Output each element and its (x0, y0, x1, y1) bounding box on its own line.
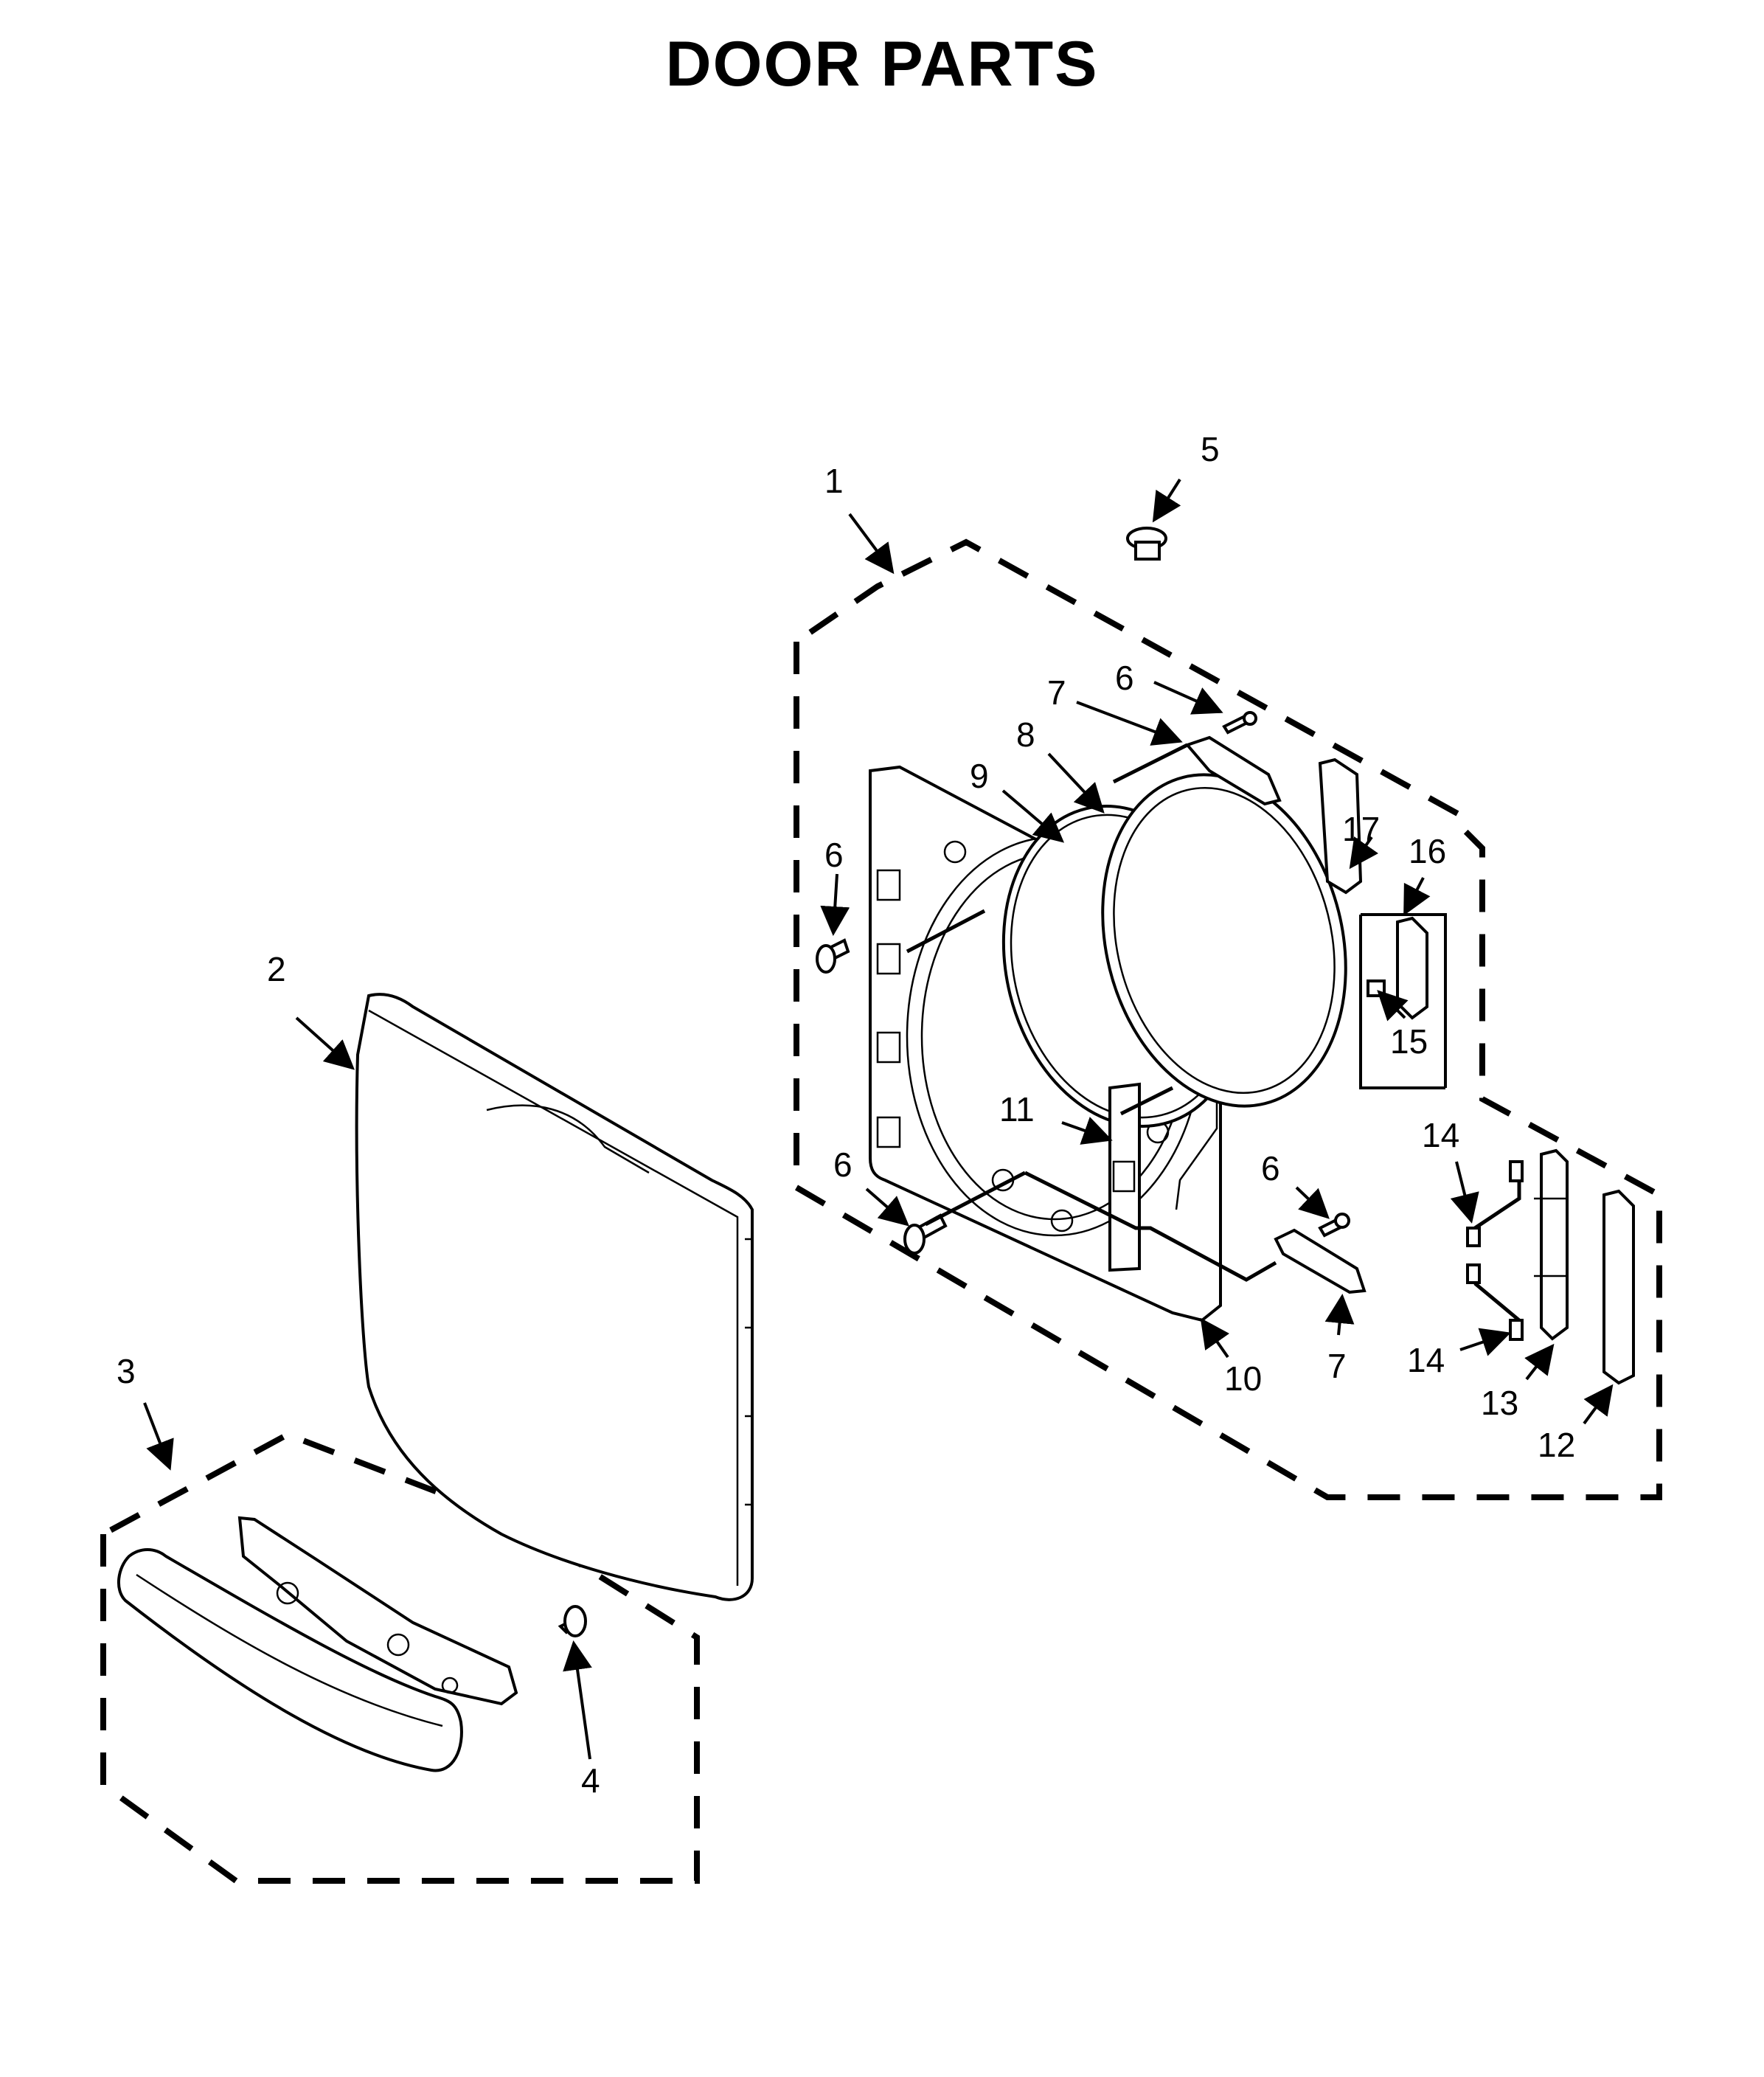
part-5-plug (1126, 527, 1167, 561)
callout-13: 13 (1481, 1384, 1518, 1422)
part-7-bottom-bracket (1274, 1228, 1367, 1294)
assembly-3-boundary (100, 1431, 700, 1884)
callout-1: 1 (824, 462, 844, 500)
part-14-bushing-mid2 (1466, 1263, 1481, 1284)
callout-6-bottom: 6 (833, 1145, 853, 1184)
callout-9: 9 (970, 757, 989, 795)
callout-6-top: 6 (1115, 659, 1134, 697)
callout-4: 4 (581, 1761, 600, 1800)
callout-17: 17 (1342, 810, 1380, 848)
callout-7-top: 7 (1047, 673, 1066, 712)
callout-2: 2 (267, 950, 286, 988)
part-2-door-panel (355, 993, 754, 1601)
callout-15: 15 (1390, 1022, 1428, 1061)
explosion-lines (906, 743, 1521, 1322)
part-4-screw (558, 1605, 587, 1637)
part-16-hinge-plate (1396, 916, 1428, 1020)
diagram-title: DOOR PARTS (665, 29, 1099, 100)
callout-14-top: 14 (1422, 1116, 1459, 1154)
callout-16: 16 (1409, 832, 1446, 870)
part-12-hinge-plate (1602, 1189, 1635, 1385)
part-6-screw-top (1222, 711, 1257, 735)
part-3-handle (117, 1516, 518, 1772)
callout-14-bottom: 14 (1407, 1341, 1445, 1379)
part-16-group-bracket (1359, 913, 1447, 1089)
assembly-1-boundary (794, 538, 1662, 1500)
callout-10: 10 (1224, 1359, 1262, 1398)
callout-8: 8 (1016, 715, 1035, 754)
part-11-strike (1108, 1082, 1141, 1272)
callout-3: 3 (117, 1352, 136, 1390)
part-6-screw-left (816, 938, 850, 974)
callout-6-left: 6 (824, 836, 844, 874)
callout-5: 5 (1201, 430, 1220, 468)
part-14-bushing-mid1 (1466, 1227, 1481, 1247)
part-8-door-glass (1101, 773, 1347, 1108)
callout-7-bottom: 7 (1327, 1347, 1347, 1385)
part-14-bushing-bottom (1509, 1319, 1524, 1341)
callout-11: 11 (999, 1090, 1035, 1128)
part-6-screw-bottom (903, 1213, 948, 1255)
part-7-top-bracket (1184, 735, 1282, 806)
part-13-hinge (1534, 1148, 1569, 1341)
callout-12: 12 (1538, 1426, 1575, 1464)
part-6-screw-right (1318, 1213, 1350, 1238)
leader-arrows (143, 478, 1614, 1760)
callout-6-right: 6 (1261, 1149, 1280, 1187)
part-14-bushing-top (1509, 1160, 1524, 1182)
